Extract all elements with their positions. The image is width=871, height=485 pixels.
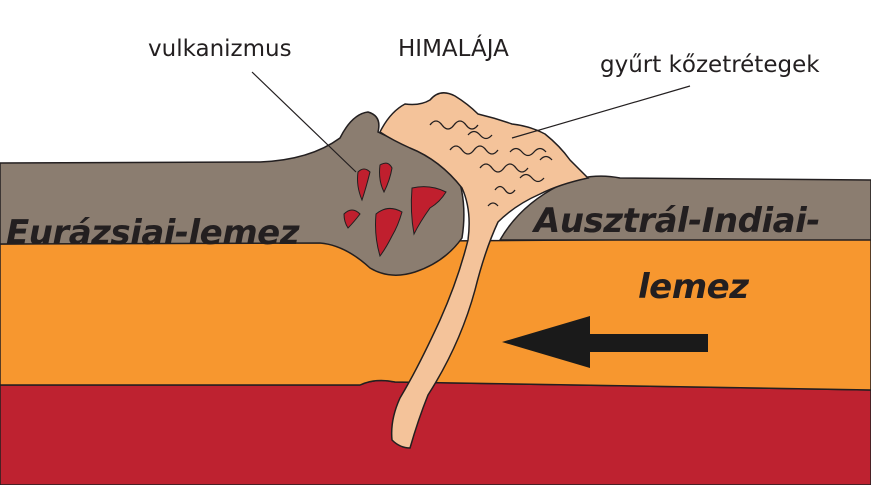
folded-strata-leader-line <box>511 85 691 139</box>
indo-australian-plate-label-line2: lemez <box>638 267 749 307</box>
plate-motion-arrow <box>502 316 708 368</box>
magma-blobs <box>343 162 447 258</box>
folded-strata-label: gyűrt kőzetrétegek <box>600 52 820 78</box>
indo-australian-plate-label-line1: Ausztrál-Indiai- <box>531 201 820 241</box>
magma-blob <box>375 208 403 258</box>
magma-blob <box>379 162 393 194</box>
eurasian-plate-label: Eurázsiai-lemez <box>6 213 300 253</box>
folded-strata-lines <box>429 120 553 207</box>
magma-blob <box>357 168 371 202</box>
lower-mantle-layer <box>0 379 871 485</box>
volcanism-label: vulkanizmus <box>148 36 292 62</box>
eurasian-crust <box>0 111 465 276</box>
magma-blob <box>343 209 361 229</box>
magma-blob <box>410 186 447 236</box>
mountain-label: HIMALÁJA <box>398 34 509 62</box>
volcanism-leader-line <box>251 71 357 173</box>
